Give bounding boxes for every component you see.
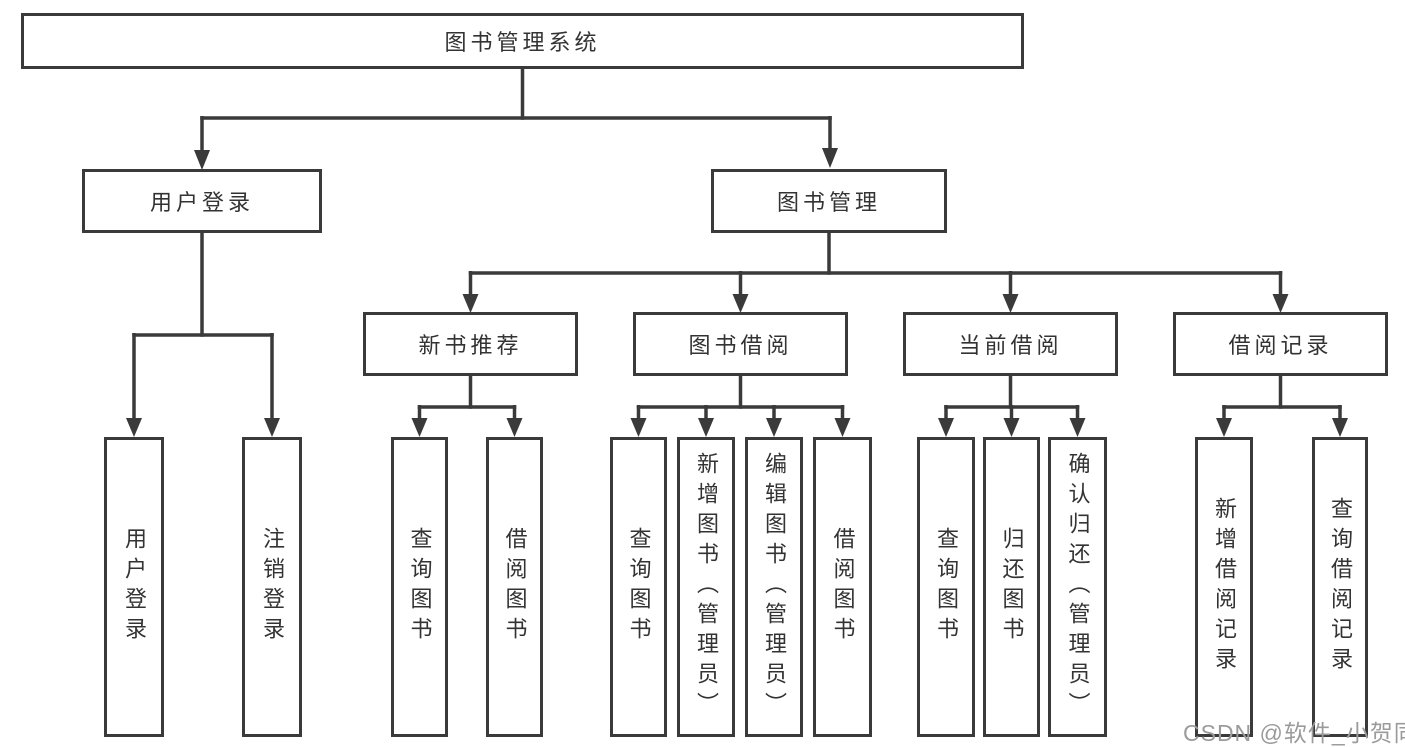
node-leaf-borrow-books-1: 借阅图书 [486, 437, 543, 737]
node-book-management: 图书管理 [711, 169, 947, 233]
connector-root-to-level2 [194, 67, 838, 170]
node-current-borrowing: 当前借阅 [903, 312, 1118, 376]
arrowhead-icon [938, 418, 954, 437]
arrowhead-icon [732, 294, 749, 313]
arrowhead-icon [766, 418, 782, 437]
node-leaf-confirm-return-admin: 确认归还（管理员） [1048, 437, 1107, 737]
csdn-watermark: CSDN @软件_小贺同学 [1183, 720, 1405, 746]
node-book-borrowing: 图书借阅 [633, 312, 848, 376]
node-leaf-add-books-admin: 新增图书（管理员） [677, 437, 735, 737]
arrowhead-icon [698, 418, 714, 437]
arrowhead-icon [834, 418, 851, 437]
node-leaf-query-books-2: 查询图书 [610, 437, 667, 737]
arrowhead-icon [1003, 418, 1020, 437]
node-leaf-query-books-1: 查询图书 [391, 437, 448, 737]
arrowhead-icon [822, 148, 838, 168]
arrowhead-icon [1002, 294, 1019, 313]
node-borrowing-records: 借阅记录 [1173, 312, 1388, 376]
connector-book-borrowing-to-leaves [630, 374, 851, 437]
arrowhead-icon [411, 418, 428, 437]
node-leaf-user-login: 用户登录 [104, 437, 164, 737]
arrowhead-icon [1216, 418, 1232, 437]
node-user-login: 用户登录 [82, 169, 322, 233]
node-leaf-query-books-3: 查询图书 [917, 437, 975, 737]
connector-user-login-to-leaves [126, 231, 280, 437]
connector-borrowing-records-to-leaves [1216, 374, 1348, 437]
node-new-book-recommend: 新书推荐 [363, 312, 578, 376]
node-root-library-management-system: 图书管理系统 [21, 13, 1024, 69]
arrowhead-icon [194, 150, 210, 170]
node-leaf-add-borrow-record: 新增借阅记录 [1195, 437, 1253, 737]
node-leaf-logout: 注销登录 [242, 437, 302, 737]
arrowhead-icon [506, 418, 523, 437]
arrowhead-icon [264, 418, 280, 437]
arrowhead-icon [1272, 294, 1289, 313]
node-leaf-borrow-books-2: 借阅图书 [813, 437, 872, 737]
connector-new-book-recommend-to-leaves [411, 374, 523, 437]
node-leaf-return-books: 归还图书 [983, 437, 1040, 737]
connector-current-borrowing-to-leaves [938, 374, 1086, 437]
node-leaf-query-borrow-record: 查询借阅记录 [1312, 437, 1368, 737]
arrowhead-icon [462, 294, 479, 313]
node-leaf-edit-books-admin: 编辑图书（管理员） [745, 437, 803, 737]
arrowhead-icon [126, 418, 142, 437]
arrowhead-icon [630, 418, 647, 437]
arrowhead-icon [1069, 418, 1086, 437]
connector-book-management-to-level3 [462, 231, 1289, 313]
arrowhead-icon [1332, 418, 1348, 437]
